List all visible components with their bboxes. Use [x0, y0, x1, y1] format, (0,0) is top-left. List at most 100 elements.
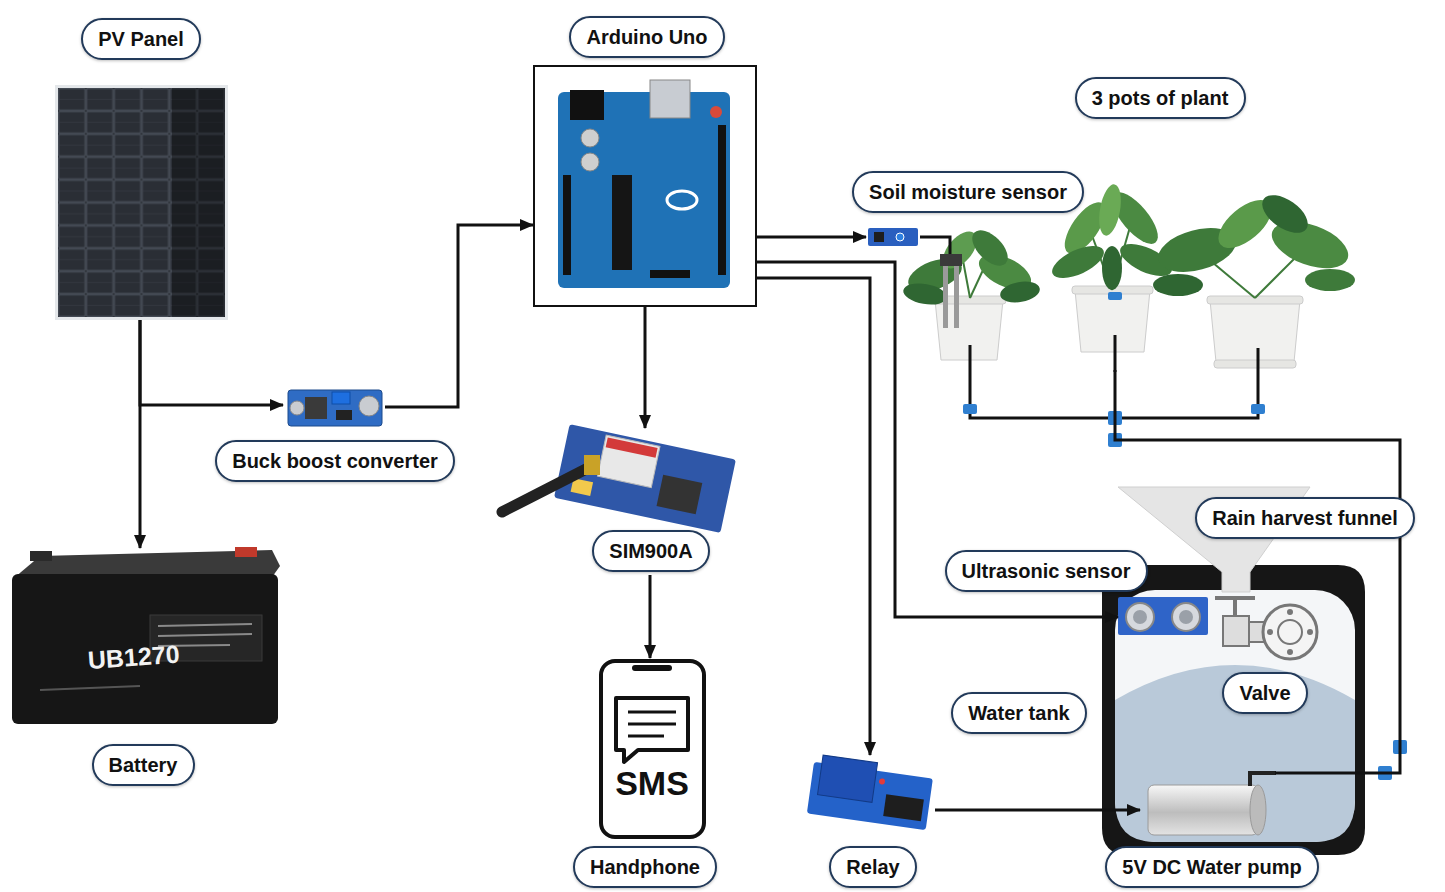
signal-arrow: [649, 575, 652, 658]
moisture-probe: [954, 266, 959, 328]
battery-picture: [158, 634, 252, 636]
water-pump: [1148, 740, 1407, 835]
water-pump: [1148, 785, 1258, 835]
arduino-board: [558, 92, 730, 288]
plant-pots: [932, 286, 1303, 368]
gsm-module: [502, 424, 736, 533]
irrigation-pipes: [1251, 404, 1265, 414]
arduino-board: [612, 175, 632, 270]
soil-sensor-board: [874, 232, 884, 242]
signal-arrow: [385, 225, 533, 407]
component-label: Rain harvest funnel: [1212, 507, 1398, 529]
gsm-module: [657, 475, 703, 515]
ultrasonic-board: [1126, 603, 1154, 631]
relay-board: [879, 778, 886, 785]
phone-outline: [632, 665, 672, 671]
buck-boost-board: [332, 392, 350, 404]
phone-outline: [616, 698, 688, 762]
moisture-probe: [943, 266, 948, 328]
component-label: Buck boost converter: [232, 450, 438, 472]
arduino-board: [650, 80, 690, 118]
water-tank: [1102, 565, 1365, 855]
water-tank: [1102, 565, 1365, 855]
soil-sensor-board: [868, 228, 918, 246]
component-node: Valve: [1210, 592, 1322, 670]
signal-arrow: [935, 809, 1140, 812]
battery-model-text: UB1270: [87, 642, 180, 673]
label-pill: 3 pots of plant: [1075, 77, 1246, 119]
battery-picture: [12, 547, 280, 724]
gsm-module: [554, 424, 736, 533]
label-pill: Rain harvest funnel: [1195, 497, 1415, 539]
arduino-board: [710, 106, 722, 118]
component-node: Buck boost converter: [283, 386, 385, 430]
soil-sensor-board: [896, 233, 904, 241]
component-label: 3 pots of plant: [1092, 87, 1229, 109]
relay-board: [807, 754, 934, 830]
gsm-module: [584, 455, 600, 475]
irrigation-pipes: [963, 404, 977, 414]
moisture-probe: [920, 237, 962, 328]
phone-outline: [628, 735, 664, 738]
water-pump: [1250, 773, 1276, 786]
irrigation-pipes: [1108, 292, 1122, 300]
component-label: Ultrasonic sensor: [962, 560, 1131, 582]
component-label: SIM900A: [609, 540, 692, 562]
plant-leaves: [999, 279, 1042, 306]
component-node: Relay: [805, 755, 935, 835]
buck-boost-board: [288, 390, 382, 426]
arduino-board: [558, 80, 730, 288]
arduino-board: [581, 129, 599, 147]
component-label: Valve: [1239, 682, 1290, 704]
plant-pots: [1214, 360, 1296, 368]
arduino-board: [581, 153, 599, 171]
phone-outline: [628, 711, 676, 714]
label-pill: Battery: [92, 744, 195, 786]
ultrasonic-board: [1118, 597, 1208, 635]
battery-picture: [158, 624, 252, 626]
valve-picture: [1267, 629, 1273, 635]
solar-panel: [172, 88, 225, 317]
plant-leaves: [1048, 239, 1109, 284]
water-pipe: [1115, 370, 1400, 773]
buck-boost-board: [290, 401, 304, 415]
phone-outline: [601, 661, 704, 837]
signal-arrow: [757, 236, 866, 239]
irrigation-pipes: [1114, 335, 1117, 372]
plant-leaves: [902, 280, 949, 307]
soil-sensor-board: [868, 228, 918, 246]
ultrasonic-board: [1172, 603, 1200, 631]
relay-board: [807, 754, 934, 830]
label-pill: SIM900A: [592, 530, 710, 572]
arduino-board: [563, 175, 571, 275]
component-label: PV Panel: [98, 28, 184, 50]
valve-picture: [1307, 629, 1313, 635]
solar-panel: [58, 88, 225, 317]
valve-picture: [1263, 605, 1317, 659]
label-pill: Handphone: [573, 846, 717, 888]
label-pill: Water tank: [951, 692, 1087, 734]
moisture-probe: [920, 237, 950, 255]
valve-picture: [1287, 609, 1293, 615]
valve-picture: [1278, 620, 1302, 644]
arduino-board: [650, 270, 690, 278]
label-pill: Relay: [829, 846, 917, 888]
plant-leaves: [1305, 269, 1355, 291]
plant-leaves: [1256, 188, 1315, 241]
valve-picture: [1233, 598, 1237, 616]
gsm-module: [606, 437, 658, 457]
component-label: Battery: [109, 754, 178, 776]
label-pill: Valve: [1222, 672, 1308, 714]
component-node: SIM900A: [495, 428, 740, 575]
gsm-module: [554, 424, 736, 533]
component-label: 5V DC Water pump: [1122, 856, 1301, 878]
gsm-module: [597, 435, 660, 488]
relay-board: [883, 794, 924, 821]
gsm-module: [502, 467, 590, 512]
plant-leaves: [1102, 246, 1122, 290]
battery-picture: [12, 574, 278, 724]
